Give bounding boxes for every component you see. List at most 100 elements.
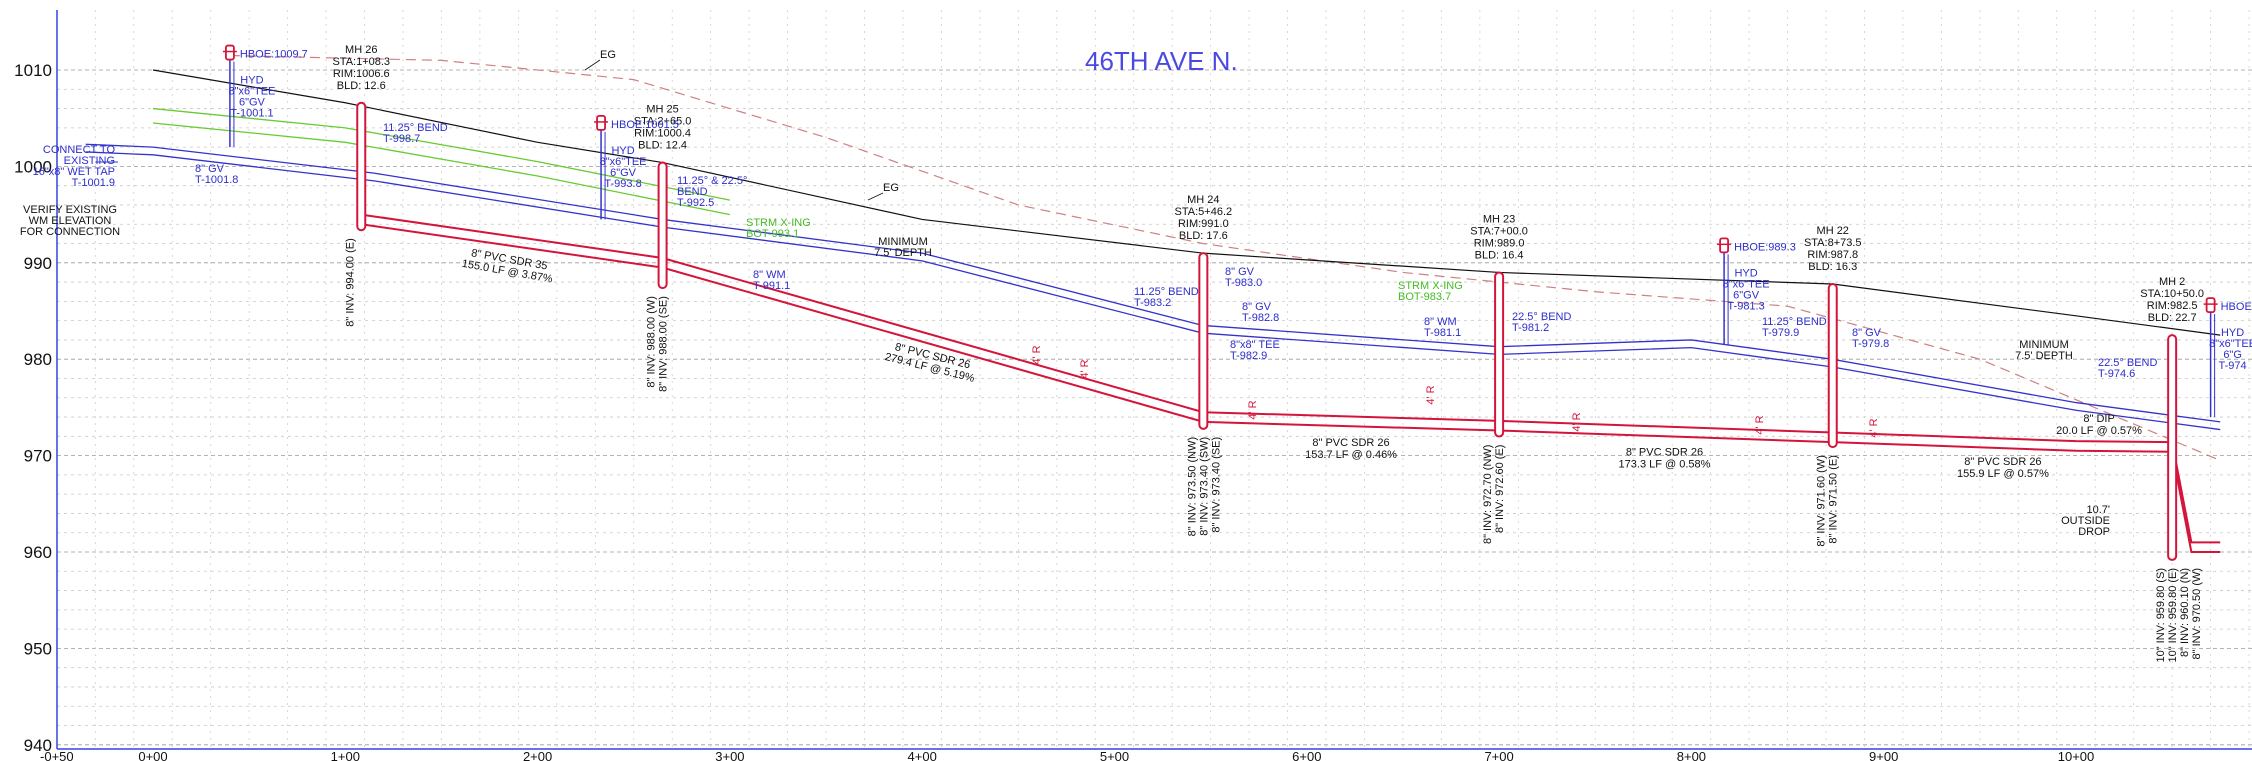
bend2-label-1: BEND (677, 186, 708, 198)
connect-label-2: 16"x8" WET TAP (33, 166, 115, 178)
hydrant-label-1: 8"x6"TEE (2209, 338, 2252, 350)
strm1-label-1: BOT-993.1 (746, 228, 799, 240)
manhole-bld: BLD: 12.6 (337, 80, 386, 92)
verify-label-0: VERIFY EXISTING (23, 204, 117, 216)
bend5-label-0: 11.25° BEND (1762, 316, 1827, 328)
bend2-label-2: T-992.5 (677, 197, 714, 209)
manhole-rim: RIM:987.8 (1807, 249, 1858, 261)
bend2-label-0: 11.25° & 22.5° (677, 175, 747, 187)
hydrant-label-2: 6"GV (610, 167, 637, 179)
gv5-label-0: 8" GV (1852, 327, 1882, 339)
pipe-label-line1: 8" PVC SDR 26 (1626, 447, 1703, 459)
manhole-station: STA:7+00.0 (1470, 225, 1528, 237)
y-tick-label: 940 (24, 736, 52, 755)
storm-line-top (152, 107, 731, 201)
manhole-station: STA:10+50.0 (2140, 288, 2204, 300)
manhole-rim: RIM:1000.4 (634, 128, 691, 140)
manhole-structure (1198, 252, 1209, 430)
manhole-bld: BLD: 16.4 (1475, 249, 1524, 261)
verify-label-1: WM ELEVATION (29, 215, 112, 227)
manhole-bld: BLD: 17.6 (1179, 230, 1228, 242)
manhole-invert-label: 8" INV: 971.50 (E) (1828, 455, 1840, 543)
manhole-bld: BLD: 22.7 (2148, 312, 2197, 324)
manhole-name: MH 25 (646, 104, 678, 116)
eg-leader-1 (584, 59, 601, 71)
drop-label-0: 10.7' (2086, 504, 2110, 516)
hydrant-hboe: HBOE:989.3 (1734, 241, 1796, 253)
manhole-station: STA:1+08.3 (332, 56, 390, 68)
manhole-invert-label: 8" INV: 988.00 (W) (646, 296, 658, 388)
x-tick-label: 1+00 (331, 749, 360, 761)
manhole-station: STA:8+73.5 (1804, 237, 1862, 249)
gv4-label-0: 8" GV (1242, 301, 1272, 313)
hydrant-icon (2205, 297, 2216, 314)
y-tick-label: 1010 (14, 61, 52, 80)
hydrant-label-0: HYD (611, 145, 634, 157)
gv3-label-0: 8" GV (1225, 266, 1255, 278)
min2-label-1: 7.5' DEPTH (2015, 350, 2073, 362)
connect-label-1: EXISTING (64, 155, 115, 167)
x-tick-label: 0+00 (138, 749, 167, 761)
hydrant-label-3: T-981.3 (1727, 300, 1764, 312)
storm-line-bottom (152, 122, 731, 216)
hydrant-label-3: T-974 (2219, 360, 2247, 372)
hydrant-label-2: 6"G (2223, 349, 2242, 361)
cover-4r-label: 4' R (1754, 415, 1766, 434)
gv-left-label-1: T-1001.8 (195, 174, 238, 186)
hydrants: HBOE:1009.7HYD8"x6"TEE6"GVT-1001.1HBOE:1… (222, 44, 2252, 418)
pipe-label-line2: 173.3 LF @ 0.58% (1619, 459, 1711, 471)
y-tick-label: 970 (24, 447, 52, 466)
bend4-label-0: 22.5° BEND (1512, 311, 1571, 323)
hydrant-label-1: 8"x6"TEE (600, 156, 647, 168)
manhole-rim: RIM:982.5 (2147, 300, 2198, 312)
cover-4r-label: 4' R (1247, 400, 1259, 419)
wm2-label-1: T-981.1 (1424, 327, 1461, 339)
strm2-label-1: BOT-983.7 (1398, 291, 1451, 303)
manhole-name: MH 24 (1187, 194, 1219, 206)
manhole-name: MH 26 (345, 44, 377, 56)
pipe-label-line1: 8" PVC SDR 26 (1312, 437, 1389, 449)
manhole-bld: BLD: 12.4 (638, 140, 687, 152)
manhole-bld: BLD: 16.3 (1808, 261, 1857, 273)
bend5-label-1: T-979.9 (1762, 327, 1799, 339)
drawing-title: 46TH AVE N. (1085, 46, 1238, 76)
y-tick-label: 1000 (14, 157, 52, 176)
hydrant-icon (225, 44, 235, 61)
hydrant-label-3: T-1001.1 (230, 108, 273, 120)
cover-4r-label: 4' R (1031, 345, 1043, 364)
x-tick-label: 2+00 (523, 749, 552, 761)
bend6-label-1: T-974.6 (2098, 368, 2135, 380)
min1-label-1: 7.5' DEPTH (874, 247, 932, 259)
pipe-label-line2: 153.7 LF @ 0.46% (1305, 449, 1397, 461)
bend1-label-1: T-998.7 (383, 133, 420, 145)
pipe-label-line1: 8" PVC SDR 26 (1964, 456, 2041, 468)
manhole-structure (356, 101, 367, 232)
bend3-label-0: 11.25° BEND (1134, 286, 1199, 298)
manhole-name: MH 22 (1817, 225, 1849, 237)
manhole-name: MH 23 (1483, 213, 1515, 225)
manhole-rim: RIM:1006.6 (333, 68, 390, 80)
min2-label-0: MINIMUM (2019, 339, 2069, 351)
manhole-invert-label: 8" INV: 988.00 (SE) (658, 296, 670, 392)
y-tick-label: 980 (24, 350, 52, 369)
manhole-station: STA:2+65.0 (634, 116, 692, 128)
bend3-label-1: T-983.2 (1134, 297, 1171, 309)
x-tick-label: 9+00 (1869, 749, 1898, 761)
manhole-station: STA:5+46.2 (1175, 206, 1233, 218)
manhole-invert-label: 8" INV: 972.70 (NW) (1482, 445, 1494, 544)
manhole-invert-label: 8" INV: 973.50 (NW) (1186, 437, 1198, 536)
strm2-label-0: STRM X-ING (1398, 280, 1463, 292)
y-tick-label: 990 (24, 254, 52, 273)
manhole-invert-label: 8" INV: 970.50 (W) (2191, 568, 2203, 660)
manhole-invert-label: 8" INV: 994.00 (E) (344, 238, 356, 326)
hydrant-label-0: HYD (1734, 267, 1757, 279)
x-tick-label: 10+00 (2058, 749, 2095, 761)
hydrant-label-2: 6"GV (239, 97, 266, 109)
y-tick-label: 950 (24, 639, 52, 658)
wm2-label-0: 8" WM (1424, 316, 1457, 328)
cover-4r-label: 4' R (1425, 385, 1437, 404)
pipe-label-line2: 155.9 LF @ 0.57% (1957, 468, 2049, 480)
